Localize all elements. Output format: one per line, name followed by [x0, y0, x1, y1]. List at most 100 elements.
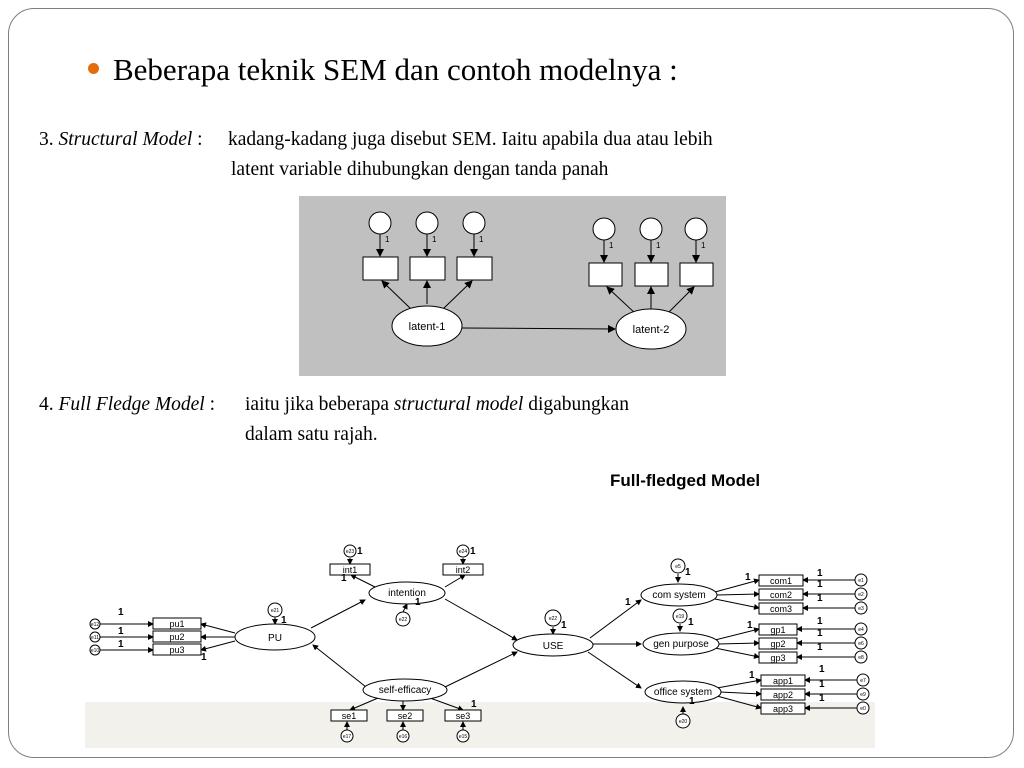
indicator-label: app3 — [773, 704, 793, 714]
path-weight: 1 — [201, 652, 207, 663]
error-circle — [343, 544, 357, 558]
error-circle — [854, 650, 868, 664]
error-circle — [856, 687, 870, 701]
error-circle — [89, 618, 101, 630]
indicator-box — [152, 643, 202, 656]
item-3-colon: : — [197, 129, 203, 150]
full-fledged-title: Full-fledged Model — [610, 471, 760, 490]
error-label: e8 — [858, 655, 864, 661]
office-system-ellipse — [644, 680, 722, 704]
path-weight: 1 — [817, 593, 823, 604]
item-4-colon: : — [209, 394, 215, 415]
path-weight: 1 — [688, 617, 694, 628]
use-label: USE — [543, 641, 564, 652]
error-circle — [456, 544, 470, 558]
indicator-label: pu2 — [169, 632, 184, 642]
indicator-label: gp2 — [770, 639, 785, 649]
error-label: e7 — [860, 678, 866, 684]
self-efficacy-ellipse — [362, 678, 448, 702]
latent-2-label: latent-2 — [633, 324, 670, 336]
indicator-box — [758, 651, 798, 664]
error-label: e20 — [679, 719, 688, 725]
path-weight: 1 — [685, 567, 691, 578]
gen-purpose-ellipse — [642, 632, 720, 656]
com-system-ellipse — [640, 583, 718, 607]
slide-heading: Beberapa teknik SEM dan contoh modelnya … — [88, 52, 678, 88]
indicator-box — [152, 617, 202, 630]
error-circle — [854, 601, 868, 615]
indicator-box — [679, 262, 714, 287]
indicator-box — [758, 588, 804, 601]
item-4-text-b: digabungkan — [528, 394, 629, 415]
indicator-label: pu3 — [169, 645, 184, 655]
indicator-box — [760, 674, 806, 687]
item-4-number: 4. — [39, 394, 54, 415]
path-weight: 1 — [118, 626, 124, 637]
error-circle — [639, 217, 663, 241]
intention-label: intention — [388, 588, 426, 599]
item-4-text-a: iaitu jika beberapa — [245, 394, 390, 415]
indicator-label: se3 — [456, 711, 471, 721]
error-label: e9 — [860, 692, 866, 698]
indicator-label: int2 — [456, 565, 471, 575]
error-label: e23 — [346, 549, 355, 555]
item-4-description-1: iaitu jika beberapa structural model dig… — [245, 394, 629, 416]
error-label: e19 — [676, 614, 685, 620]
error-circle — [456, 729, 470, 743]
error-label: e12 — [91, 622, 100, 628]
heading-text: Beberapa teknik SEM dan contoh modelnya … — [113, 52, 678, 87]
error-circle — [89, 631, 101, 643]
path-weight: 1 — [415, 597, 421, 608]
path-weight: 1 — [357, 546, 363, 557]
indicator-label: se1 — [342, 711, 357, 721]
error-label: e1 — [858, 578, 864, 584]
error-circle — [544, 609, 562, 627]
bullet-dot-icon — [88, 63, 99, 75]
error-circle — [854, 587, 868, 601]
indicator-box — [152, 630, 202, 643]
error-label: e4 — [858, 627, 864, 633]
path-weight: 1 — [341, 573, 347, 584]
error-label: e2 — [858, 592, 864, 598]
error-circle — [672, 608, 688, 624]
error-label: e24 — [459, 549, 468, 555]
item-3-description-2: latent variable dihubungkan dengan tanda… — [231, 159, 609, 180]
full-fledged-model-diagram: Full-fledged Model — [85, 471, 875, 748]
item-4-text-italic: structural model — [393, 394, 524, 415]
indicator-box — [760, 702, 806, 715]
indicator-box — [588, 262, 623, 287]
item-3-description-1: kadang-kadang juga disebut SEM. Iaitu ap… — [228, 129, 713, 150]
error-circle — [592, 217, 616, 241]
error-label: e11 — [91, 635, 99, 641]
indicator-box — [758, 623, 798, 636]
error-circle — [462, 211, 486, 235]
indicator-box — [409, 256, 446, 281]
path-weight: 1 — [656, 241, 661, 250]
error-label: e0 — [860, 706, 866, 712]
office-system-label: office system — [654, 687, 712, 698]
indicator-box — [760, 688, 806, 701]
path-weight: 1 — [479, 235, 484, 244]
path-weight: 1 — [817, 628, 823, 639]
indicator-label: gp3 — [770, 653, 785, 663]
indicator-label: com1 — [770, 576, 792, 586]
error-circle — [340, 729, 354, 743]
error-circle — [267, 602, 283, 618]
latent-1-ellipse — [391, 305, 463, 347]
indicator-label: gp1 — [770, 625, 785, 635]
error-label: e5 — [675, 564, 681, 570]
latent-1-label: latent-1 — [409, 321, 446, 333]
item-3-number: 3. — [39, 129, 54, 150]
path-weight: 1 — [701, 241, 706, 250]
path-weight: 1 — [470, 546, 476, 557]
structural-path-arrow — [461, 324, 616, 333]
indicator-box — [362, 256, 399, 281]
path-weight: 1 — [625, 597, 631, 608]
error-circle — [856, 673, 870, 687]
error-label: e16 — [399, 734, 408, 740]
path-weight: 1 — [819, 693, 825, 704]
error-circle — [854, 573, 868, 587]
item-4-line-1: 4. Full Fledge Model : — [39, 394, 215, 416]
structural-model-figure: 1 1 1 1 1 1 latent-1 latent-2 — [299, 196, 726, 376]
intention-ellipse — [368, 581, 446, 605]
